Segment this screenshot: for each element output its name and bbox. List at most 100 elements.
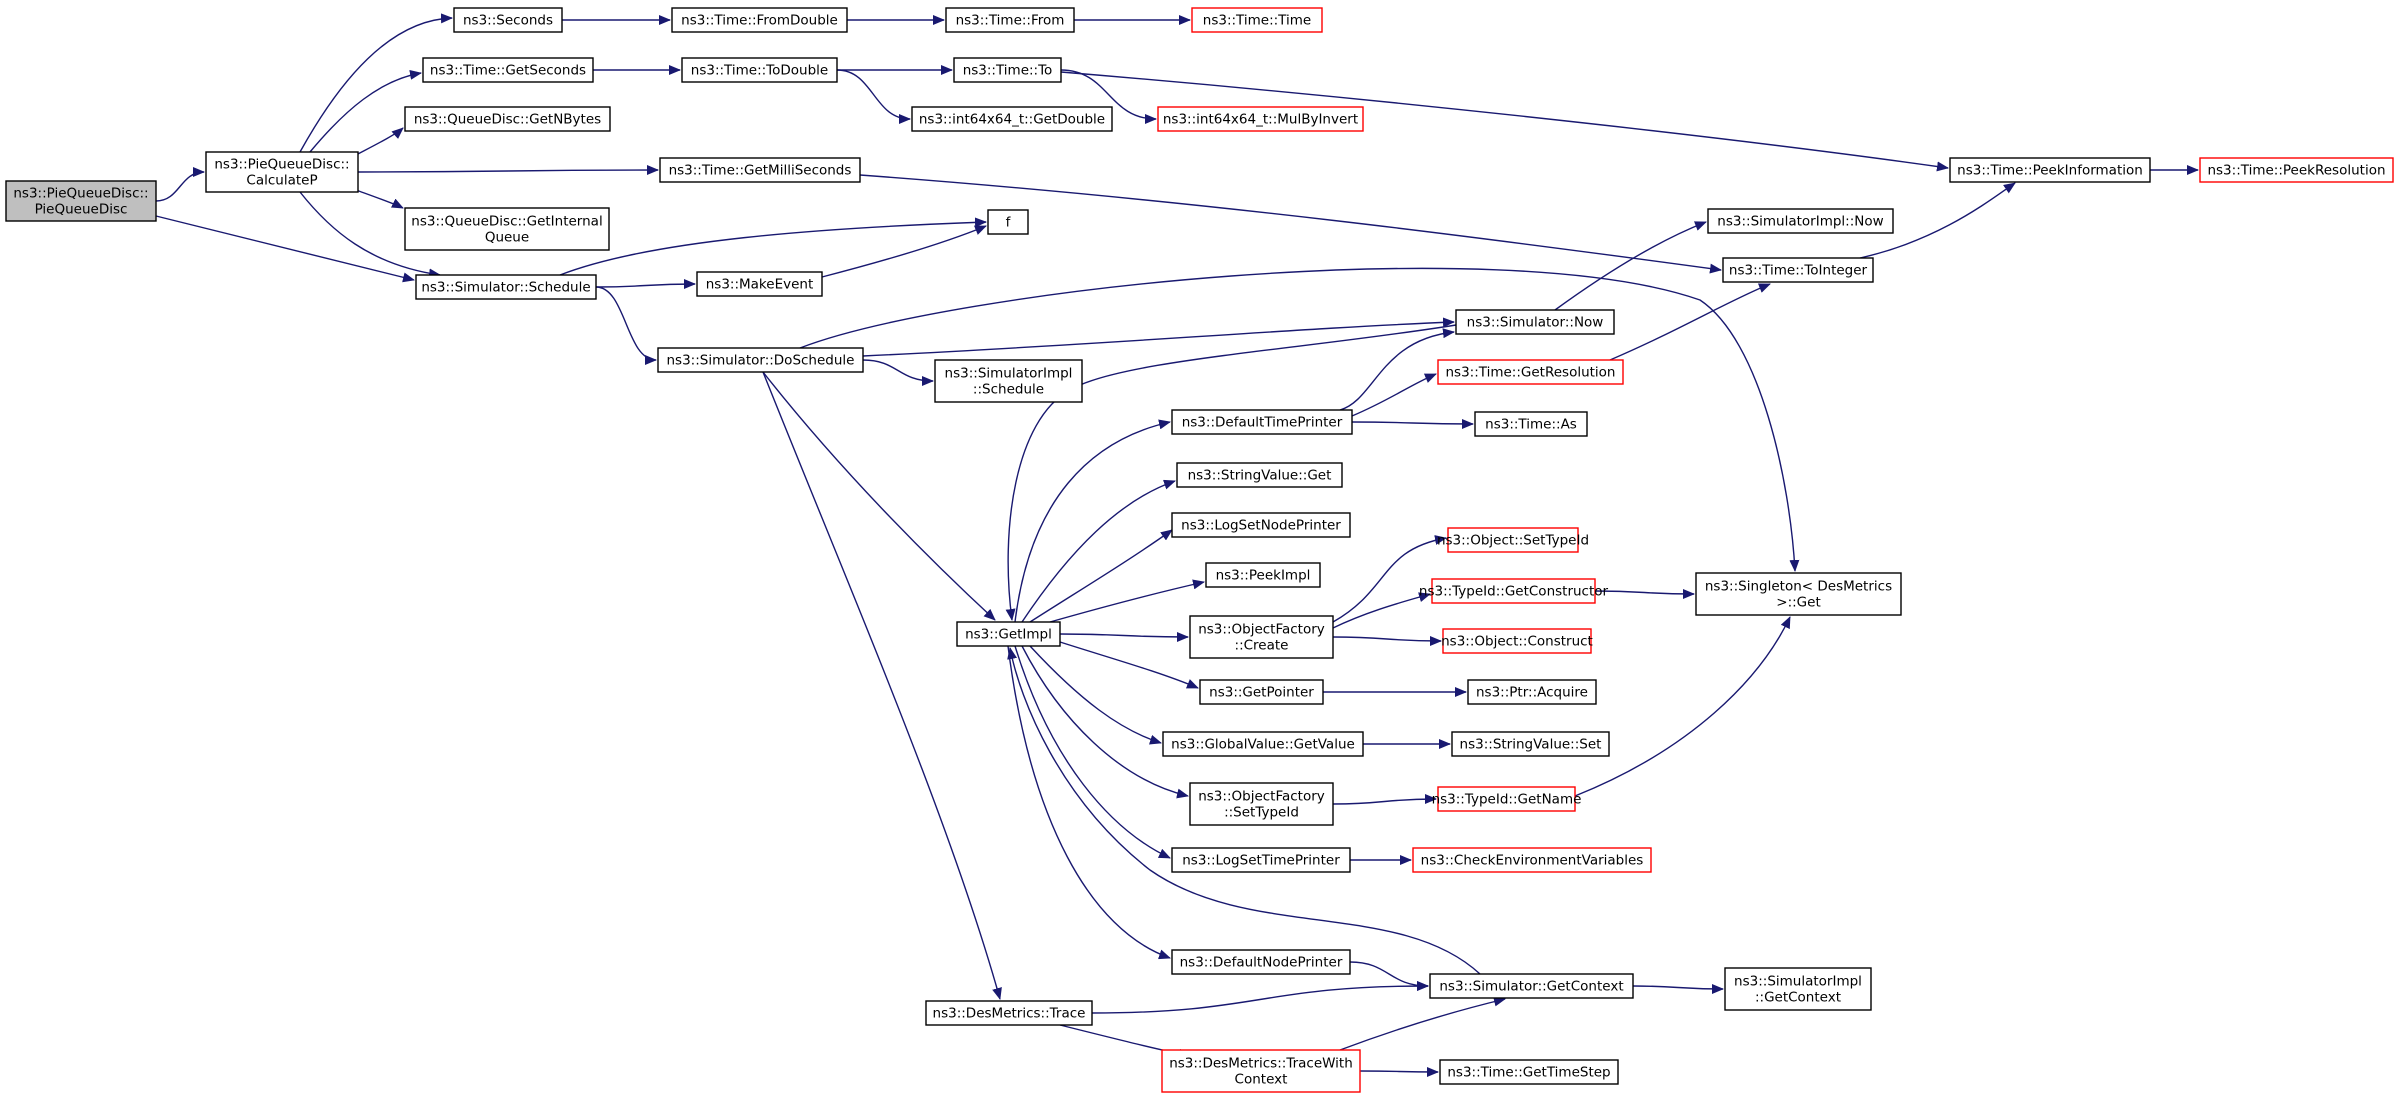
edge-getimpl-to-globalvalue-getvalue	[1029, 645, 1162, 745]
graph-node-peekimpl[interactable]: ns3::PeekImpl	[1205, 562, 1321, 588]
graph-node-mulbyinvert[interactable]: ns3::int64x64_t::MulByInvert	[1157, 106, 1364, 132]
graph-node-peekinformation[interactable]: ns3::Time::PeekInformation	[1949, 157, 2151, 183]
node-label: ns3::PieQueueDisc::	[13, 186, 148, 202]
graph-node-todouble[interactable]: ns3::Time::ToDouble	[681, 57, 838, 83]
graph-node-time-as[interactable]: ns3::Time::As	[1474, 411, 1588, 437]
graph-node-time-time[interactable]: ns3::Time::Time	[1191, 7, 1323, 33]
graph-node-getnbytes[interactable]: ns3::QueueDisc::GetNBytes	[404, 106, 611, 132]
graph-node-time-to[interactable]: ns3::Time::To	[953, 57, 1062, 83]
graph-node-peekresolution[interactable]: ns3::Time::PeekResolution	[2199, 157, 2394, 183]
edge-objectfactory-settypeid-to-typeid-getname	[1332, 794, 1437, 805]
graph-node-pie-ctor[interactable]: ns3::PieQueueDisc::PieQueueDisc	[5, 180, 157, 222]
edge-getimpl-to-peekimpl	[1049, 579, 1205, 623]
graph-node-simimpl-now[interactable]: ns3::SimulatorImpl::Now	[1707, 208, 1894, 234]
edge-tointeger-to-peekinformation	[1859, 182, 2016, 259]
node-label: ns3::Time::GetResolution	[1445, 365, 1615, 381]
node-box	[1474, 411, 1588, 437]
graph-node-object-settypeid[interactable]: ns3::Object::SetTypeId	[1437, 527, 1589, 553]
graph-node-logsettimeprinter[interactable]: ns3::LogSetTimePrinter	[1171, 847, 1351, 873]
node-box	[404, 207, 610, 251]
graph-node-makeevent[interactable]: ns3::MakeEvent	[696, 271, 823, 297]
graph-node-simimpl-schedule[interactable]: ns3::SimulatorImpl::Schedule	[934, 359, 1083, 403]
node-label: ns3::DefaultTimePrinter	[1182, 415, 1343, 431]
node-box	[1442, 628, 1592, 654]
node-box	[1451, 731, 1610, 757]
graph-node-stringvalue-set[interactable]: ns3::StringValue::Set	[1451, 731, 1610, 757]
graph-node-stringvalue-get[interactable]: ns3::StringValue::Get	[1176, 462, 1343, 488]
node-box	[2199, 157, 2394, 183]
graph-node-globalvalue-getvalue[interactable]: ns3::GlobalValue::GetValue	[1162, 731, 1364, 757]
node-box	[1162, 731, 1364, 757]
graph-node-calculatep[interactable]: ns3::PieQueueDisc::CalculateP	[205, 151, 359, 193]
graph-node-logsetnodeprinter[interactable]: ns3::LogSetNodePrinter	[1171, 512, 1351, 538]
node-label: ns3::Time::FromDouble	[681, 13, 838, 29]
edge-calculatep-to-schedule	[299, 191, 441, 279]
graph-node-getseconds[interactable]: ns3::Time::GetSeconds	[422, 57, 594, 83]
graph-node-sim-getcontext[interactable]: ns3::Simulator::GetContext	[1429, 973, 1634, 999]
edge-getimpl-to-logsetnodeprinter	[1029, 529, 1173, 623]
node-label: ns3::Singleton< DesMetrics	[1705, 579, 1892, 595]
graph-node-ptr-acquire[interactable]: ns3::Ptr::Acquire	[1467, 679, 1597, 705]
node-box	[1199, 679, 1324, 705]
graph-node-seconds[interactable]: ns3::Seconds	[453, 7, 563, 33]
node-box	[1157, 106, 1364, 132]
node-label: ::Create	[1235, 638, 1289, 654]
node-label: Queue	[485, 230, 529, 246]
graph-node-typeid-getname[interactable]: ns3::TypeId::GetName	[1432, 786, 1582, 812]
edge-getmilliseconds-to-tointeger	[859, 174, 1722, 274]
node-label: ns3::Simulator::Schedule	[421, 280, 590, 296]
graph-node-simimpl-getcontext[interactable]: ns3::SimulatorImpl::GetContext	[1724, 967, 1872, 1011]
graph-node-getdouble[interactable]: ns3::int64x64_t::GetDouble	[911, 106, 1113, 132]
node-box	[1171, 949, 1351, 975]
node-label: ns3::QueueDisc::GetInternal	[411, 214, 602, 230]
node-label: f	[1006, 215, 1012, 231]
graph-node-defaulttimeprinter[interactable]: ns3::DefaultTimePrinter	[1171, 409, 1353, 435]
graph-node-schedule[interactable]: ns3::Simulator::Schedule	[415, 274, 597, 300]
node-label: ns3::Time::GetTimeStep	[1447, 1065, 1610, 1081]
node-label: ns3::int64x64_t::MulByInvert	[1163, 112, 1358, 128]
graph-node-fromdouble[interactable]: ns3::Time::FromDouble	[671, 7, 848, 33]
graph-node-f[interactable]: f	[987, 209, 1029, 235]
graph-node-doschedule[interactable]: ns3::Simulator::DoSchedule	[657, 347, 864, 373]
node-box	[205, 151, 359, 193]
node-box	[1429, 973, 1634, 999]
graph-node-typeid-getconstructor[interactable]: ns3::TypeId::GetConstructor	[1419, 578, 1609, 604]
node-label: ns3::TypeId::GetConstructor	[1419, 584, 1609, 600]
graph-node-objectfactory-settypeid[interactable]: ns3::ObjectFactory::SetTypeId	[1189, 782, 1334, 826]
graph-node-singleton-get[interactable]: ns3::Singleton< DesMetrics >::Get	[1695, 572, 1902, 616]
node-label: ns3::TypeId::GetName	[1432, 792, 1582, 808]
graph-node-time-gettimestep[interactable]: ns3::Time::GetTimeStep	[1439, 1059, 1619, 1085]
graph-node-getresolution[interactable]: ns3::Time::GetResolution	[1437, 359, 1624, 385]
graph-node-object-construct[interactable]: ns3::Object::Construct	[1441, 628, 1593, 654]
node-label: Context	[1235, 1072, 1288, 1088]
graph-node-getimpl[interactable]: ns3::GetImpl	[956, 621, 1061, 647]
node-label: ns3::Time::As	[1485, 417, 1577, 433]
node-box	[5, 180, 157, 222]
graph-node-tointeger[interactable]: ns3::Time::ToInteger	[1722, 257, 1874, 283]
graph-node-desmetrics-trace[interactable]: ns3::DesMetrics::Trace	[925, 1000, 1093, 1026]
graph-node-defaultnodeprinter[interactable]: ns3::DefaultNodePrinter	[1171, 949, 1351, 975]
graph-node-getpointer[interactable]: ns3::GetPointer	[1199, 679, 1324, 705]
node-label: ns3::PeekImpl	[1216, 568, 1311, 584]
edge-doschedule-to-sim-now	[862, 317, 1455, 357]
node-box	[1447, 527, 1579, 553]
edge-makeevent-to-f	[821, 225, 987, 278]
edge-calculatep-to-getinternalqueue	[355, 189, 404, 209]
graph-node-sim-now[interactable]: ns3::Simulator::Now	[1455, 309, 1615, 335]
graph-node-time-from[interactable]: ns3::Time::From	[945, 7, 1075, 33]
edge-sim-getcontext-to-getimpl	[1007, 647, 1481, 975]
edge-getimpl-to-logsettimeprinter	[1014, 645, 1171, 859]
node-label: ns3::SimulatorImpl	[945, 366, 1073, 382]
node-label: ns3::LogSetNodePrinter	[1181, 518, 1341, 534]
node-label: ::Schedule	[973, 382, 1044, 398]
graph-node-checkenv[interactable]: ns3::CheckEnvironmentVariables	[1412, 847, 1652, 873]
node-label: CalculateP	[246, 173, 317, 189]
node-label: ns3::Time::To	[963, 63, 1053, 79]
node-box	[1722, 257, 1874, 283]
node-label: ns3::SimulatorImpl::Now	[1717, 214, 1883, 230]
graph-node-objectfactory-create[interactable]: ns3::ObjectFactory::Create	[1189, 615, 1334, 659]
graph-node-getmilliseconds[interactable]: ns3::Time::GetMilliSeconds	[659, 157, 861, 183]
node-box	[1455, 309, 1615, 335]
